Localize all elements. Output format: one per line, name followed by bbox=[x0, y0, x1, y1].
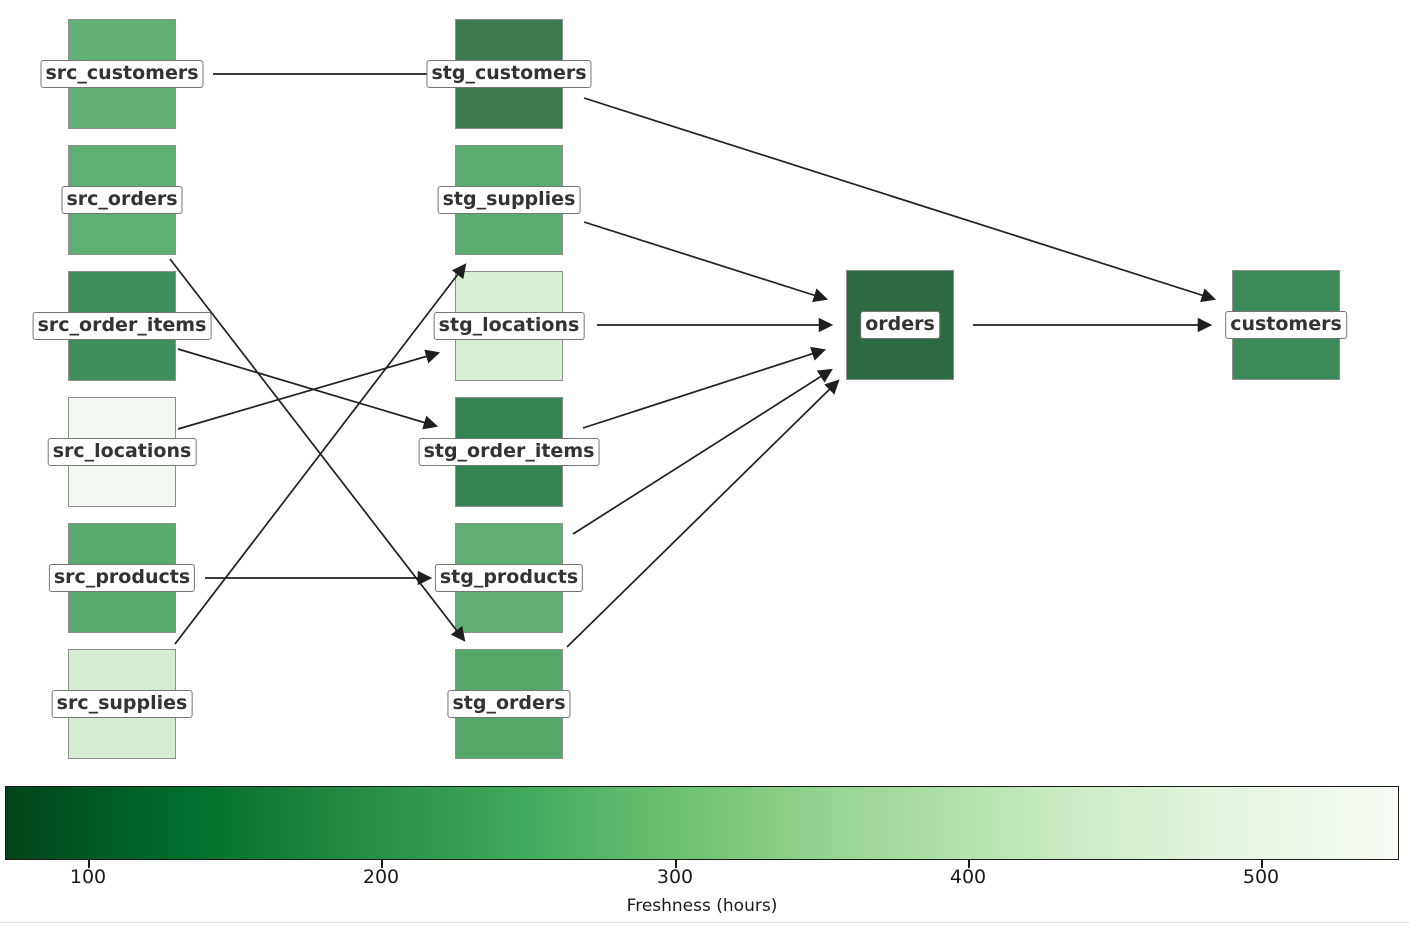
colorbar-tick bbox=[968, 860, 970, 868]
node-label-stg_supplies: stg_supplies bbox=[437, 186, 581, 214]
colorbar-tick-label: 100 bbox=[69, 866, 107, 888]
edge-src_order_items-stg_order_items bbox=[177, 348, 439, 430]
colorbar-tick bbox=[675, 860, 677, 868]
node-label-src_locations: src_locations bbox=[47, 438, 197, 466]
colorbar-axis-label: Freshness (hours) bbox=[626, 896, 778, 916]
node-label-src_supplies: src_supplies bbox=[51, 690, 193, 718]
figure-bottom-border bbox=[0, 922, 1410, 923]
edge-stg_order_items-orders bbox=[582, 346, 827, 429]
colorbar-tick bbox=[1261, 860, 1263, 868]
edge-stg_supplies-orders bbox=[583, 221, 829, 303]
node-label-stg_customers: stg_customers bbox=[426, 60, 592, 88]
colorbar-tick-label: 300 bbox=[656, 866, 694, 888]
edge-stg_products-orders bbox=[572, 368, 833, 535]
node-label-stg_products: stg_products bbox=[434, 564, 584, 592]
colorbar-gradient bbox=[5, 786, 1399, 860]
edge-stg_customers-customers bbox=[583, 97, 1217, 303]
colorbar-tick-label: 400 bbox=[949, 866, 987, 888]
node-label-src_customers: src_customers bbox=[40, 60, 204, 88]
node-label-src_products: src_products bbox=[48, 564, 196, 592]
node-label-stg_orders: stg_orders bbox=[447, 690, 571, 718]
colorbar-tick-label: 200 bbox=[362, 866, 400, 888]
edge-stg_orders-orders bbox=[566, 379, 840, 648]
node-label-customers: customers bbox=[1225, 311, 1347, 339]
node-label-orders: orders bbox=[860, 311, 940, 339]
node-label-src_orders: src_orders bbox=[61, 186, 183, 214]
colorbar-tick bbox=[88, 860, 90, 868]
colorbar-tick bbox=[381, 860, 383, 868]
edge-src_locations-stg_locations bbox=[177, 349, 441, 430]
node-label-src_order_items: src_order_items bbox=[32, 312, 212, 340]
node-label-stg_order_items: stg_order_items bbox=[418, 438, 600, 466]
colorbar-tick-label: 500 bbox=[1242, 866, 1280, 888]
node-label-stg_locations: stg_locations bbox=[433, 312, 585, 340]
